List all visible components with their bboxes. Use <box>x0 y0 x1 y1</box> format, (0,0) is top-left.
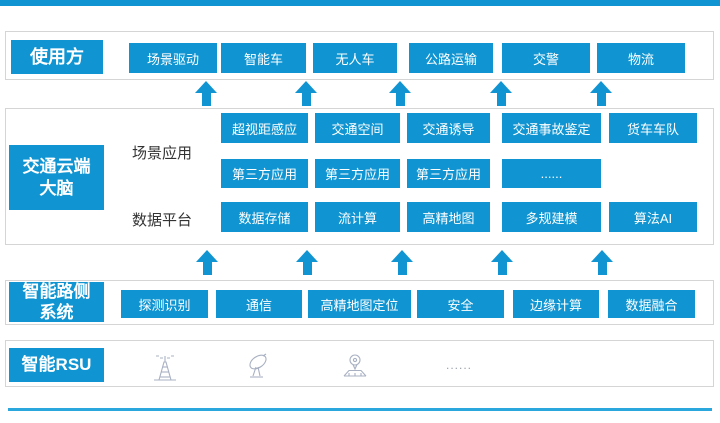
scene-application-label: 场景应用 <box>132 145 193 162</box>
cloud-brain-label-line2: 大脑 <box>39 178 74 198</box>
roadside-box-communication: 通信 <box>216 290 302 318</box>
app-box-beyond-sight-sensing: 超视距感应 <box>221 113 308 143</box>
up-arrow-icon <box>295 81 317 106</box>
up-arrow-icon <box>296 250 318 275</box>
roadside-box-data-fusion: 数据融合 <box>608 290 695 318</box>
app-box-third-party-3: 第三方应用 <box>407 159 490 188</box>
rsu-more-dots: ...... <box>446 358 473 372</box>
satellite-dish-icon <box>243 353 273 386</box>
app-box-truck-fleet: 货车车队 <box>609 113 697 143</box>
rsu-section <box>5 340 714 387</box>
cloud-brain-label-line1: 交通云端 <box>22 157 91 177</box>
bottom-accent-line <box>8 408 712 411</box>
user-box-traffic-police: 交警 <box>502 43 590 73</box>
up-arrow-icon <box>196 250 218 275</box>
data-platform-label: 数据平台 <box>132 212 193 229</box>
roadside-label-line2: 系统 <box>39 303 74 322</box>
app-box-accident-appraisal: 交通事故鉴定 <box>502 113 601 143</box>
app-box-third-party-1: 第三方应用 <box>221 159 308 188</box>
roadside-box-detection: 探测识别 <box>121 290 208 318</box>
data-box-storage: 数据存储 <box>221 202 308 232</box>
app-box-more: ...... <box>502 159 601 188</box>
app-box-traffic-space: 交通空间 <box>315 113 400 143</box>
roadside-box-hd-map-positioning: 高精地图定位 <box>308 290 411 318</box>
up-arrow-icon <box>591 250 613 275</box>
roadside-label-line1: 智能路侧 <box>22 281 91 301</box>
roadside-box-security: 安全 <box>417 290 504 318</box>
up-arrow-icon <box>590 81 612 106</box>
up-arrow-icon <box>391 250 413 275</box>
data-box-stream-computing: 流计算 <box>315 202 400 232</box>
data-box-algorithm-ai: 算法AI <box>609 202 697 232</box>
up-arrow-icon <box>490 81 512 106</box>
up-arrow-icon <box>195 81 217 106</box>
user-box-scene-driven: 场景驱动 <box>129 43 217 73</box>
users-section-label: 使用方 <box>11 40 103 74</box>
signal-tower-icon <box>148 352 182 387</box>
cloud-brain-section-label: 交通云端 大脑 <box>9 145 104 210</box>
up-arrow-icon <box>389 81 411 106</box>
user-box-driverless-vehicle: 无人车 <box>313 43 397 73</box>
user-box-logistics: 物流 <box>597 43 685 73</box>
top-accent-bar <box>0 0 720 6</box>
user-box-smart-vehicle: 智能车 <box>221 43 306 73</box>
roadside-unit-icon <box>340 352 370 385</box>
roadside-section-label: 智能路侧 系统 <box>9 282 104 322</box>
app-box-traffic-guidance: 交通诱导 <box>407 113 490 143</box>
data-box-hd-map: 高精地图 <box>407 202 490 232</box>
roadside-box-edge-computing: 边缘计算 <box>513 290 599 318</box>
user-box-road-transport: 公路运输 <box>409 43 493 73</box>
data-box-multi-modeling: 多规建模 <box>502 202 601 232</box>
rsu-section-label: 智能RSU <box>9 348 104 382</box>
up-arrow-icon <box>491 250 513 275</box>
app-box-third-party-2: 第三方应用 <box>315 159 400 188</box>
